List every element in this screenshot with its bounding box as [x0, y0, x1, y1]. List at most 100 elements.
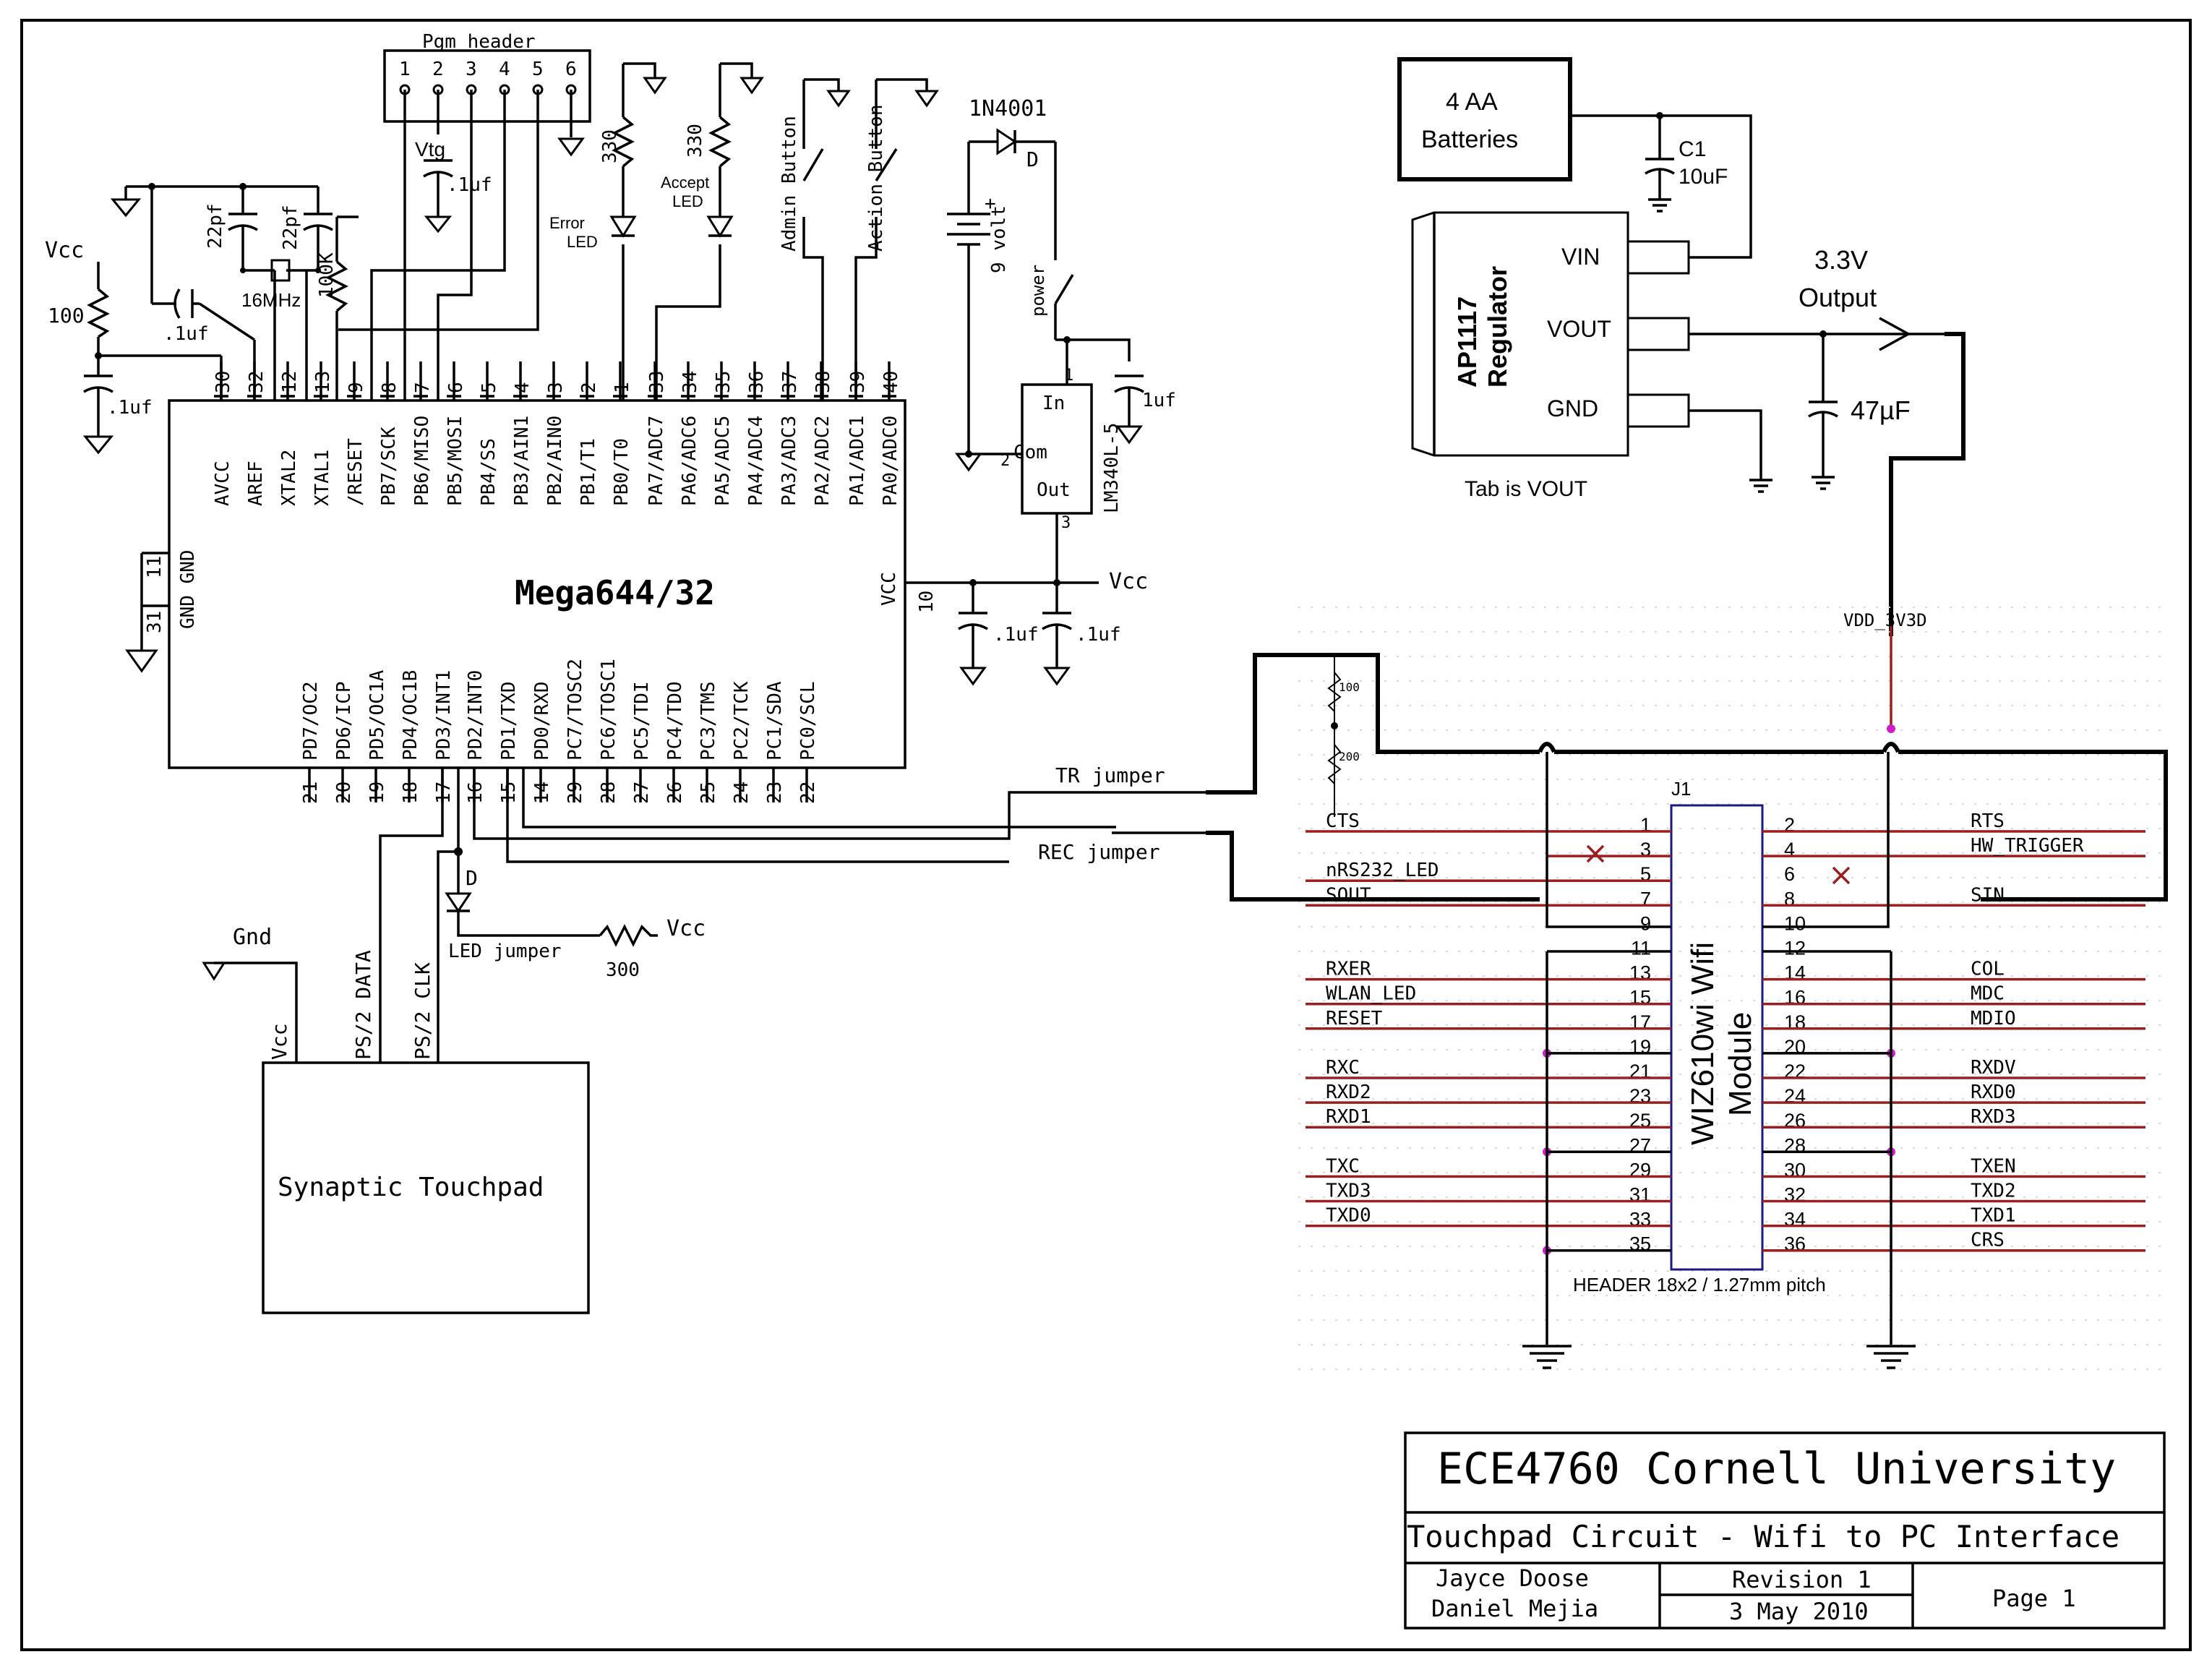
wifi-pin-left: 9 — [1640, 912, 1651, 934]
mcu-bottom-pin-label: PD3/INT1 — [433, 670, 455, 761]
admin-button-label[interactable]: Admin Button — [779, 116, 800, 252]
mcu-bottom-pin-number: 16 — [465, 782, 486, 804]
ps2-data-label: PS/2 DATA — [351, 950, 375, 1060]
mcu-bottom-pin-number: 18 — [400, 782, 421, 804]
vout-label: VOUT — [1547, 316, 1611, 342]
mcu-top-pin-number: 6 — [445, 382, 467, 393]
touchpad: Gnd Vcc PS/2 DATA PS/2 CLK Synaptic Touc… — [202, 768, 706, 1314]
wifi-signal-right: TXD1 — [1971, 1205, 2016, 1227]
r-bot-label: 200 — [1339, 750, 1360, 763]
sheet-border — [20, 19, 2192, 1651]
mcu-top-pin-label: PB4/SS — [478, 438, 500, 506]
mcu-top-pin-number: 30 — [213, 371, 234, 393]
power-label: power — [1028, 265, 1048, 317]
wiz610-body — [1670, 804, 1764, 1271]
mcu-top-pin-number: 4 — [512, 382, 533, 393]
page-number: Page 1 — [1992, 1585, 2076, 1612]
mcu-top-pin-label: PA6/ADC6 — [679, 416, 700, 506]
mcu-top-pin-number: 13 — [312, 371, 334, 393]
mcu-top-pin-label: PA2/ADC2 — [812, 416, 833, 506]
linear-regulator: 1N4001 D + 9 volt power In Com Out 1 2 3… — [947, 96, 1176, 583]
pgm-pin-number: 4 — [499, 59, 510, 80]
mcu-top-pin-number: 2 — [578, 382, 600, 393]
avcc-network: Vcc 100 .1uf .1uf 22pf 22pf 16MHz — [45, 183, 359, 455]
c1-val-label: 10uF — [1679, 165, 1728, 189]
mcu-chip: Mega644/32 30AVCC32AREF12XTAL213XTAL19/R… — [125, 361, 1148, 804]
mcu-top-pin-number: 36 — [746, 371, 768, 393]
r100-label: 100 — [48, 304, 85, 327]
mcu-bottom-pin-number: 15 — [498, 782, 520, 804]
mcu-bottom-pin-number: 23 — [764, 782, 786, 804]
mcu-bottom-pin-label: PC7/TOSC2 — [565, 659, 586, 761]
pgm-header-title: Pgm header — [422, 31, 536, 53]
mcu-gnd-label: GND GND — [177, 549, 199, 629]
mcu-bottom-pin-number: 26 — [664, 782, 686, 804]
reg-pin-2: 2 — [1000, 452, 1010, 470]
wifi-signal-left: RESET — [1326, 1008, 1383, 1029]
wifi-signal-left: nRS232_LED — [1326, 860, 1439, 881]
crystal — [270, 259, 291, 282]
mcu-top-pin-label: PA1/ADC1 — [846, 416, 868, 506]
mcu-bottom-pin-number: 17 — [433, 782, 455, 804]
wifi-signal-left: CTS — [1326, 810, 1360, 832]
wifi-signal-right: TXEN — [1971, 1155, 2016, 1177]
mcu-bottom-pin-label: PD2/INT0 — [465, 670, 486, 761]
ap1117-label: AP1117Regulator — [1452, 266, 1512, 387]
mcu-top-pin-number: 37 — [779, 371, 801, 393]
mcu-bottom-pin-number: 24 — [731, 782, 753, 804]
wiz610-label: WIZ610wi WifiModule — [1685, 942, 1758, 1145]
mcu-top-pin-label: AVCC — [212, 461, 233, 506]
mcu-top-pin-number: 32 — [246, 371, 267, 393]
reg-pin-3: 3 — [1061, 514, 1071, 532]
ground-symbol — [125, 649, 158, 673]
mcu-top-pin-number: 40 — [880, 371, 902, 393]
mcu-bottom-pin-label: PC1/SDA — [764, 681, 786, 761]
pgm-pin-number: 2 — [432, 59, 444, 80]
mcu-top-pin-number: 5 — [479, 382, 500, 393]
reg-name-label: LM340L-5 — [1101, 423, 1123, 513]
mcu-top-pin-label: PB1/T1 — [578, 438, 599, 506]
c-vcc1-label: .1uf — [993, 624, 1039, 646]
action-button-label[interactable]: Action Button — [865, 105, 887, 252]
mcu-bottom-pin-label: PD4/OC1B — [400, 670, 421, 761]
mcu-top-pin-label: PA5/ADC5 — [712, 416, 734, 506]
wifi-pin-right: 6 — [1784, 863, 1795, 885]
reg-in-label: In — [1042, 393, 1065, 414]
mcu-bottom-pin-label: PD1/TXD — [498, 681, 520, 761]
mcu-top-pin-label: PB2/AIN0 — [544, 416, 566, 506]
mcu-bottom-pin-number: 28 — [598, 782, 620, 804]
jumpers: TR jumper REC jumper — [473, 763, 1206, 864]
vtg-label: Vtg — [415, 138, 445, 160]
r-top-label: 100 — [1339, 680, 1360, 694]
r330-a-label: 330 — [599, 129, 621, 163]
reg-com-label: Com — [1013, 442, 1047, 463]
c-22pf-a-label: 22pf — [205, 203, 226, 249]
wifi-signal-right: MDC — [1971, 983, 2005, 1005]
mcu-bottom-pin-number: 19 — [366, 782, 388, 804]
c-22pf-b-label: 22pf — [280, 205, 301, 250]
author-1: Jayce Doose — [1436, 1564, 1589, 1592]
mcu-top-pin-label: AREF — [245, 461, 267, 506]
touchpad-box — [262, 1061, 590, 1314]
mcu-bottom-pin: PD4/OC1B 18 — [400, 670, 421, 804]
